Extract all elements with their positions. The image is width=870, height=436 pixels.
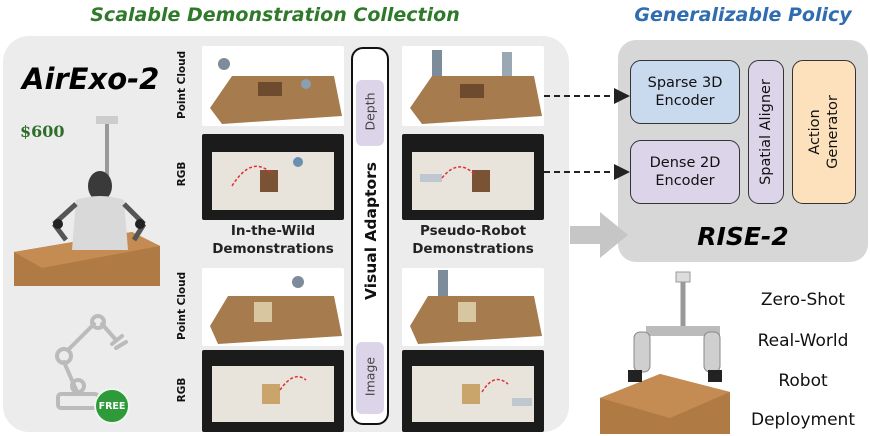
sparse-3d-encoder: Sparse 3D Encoder (630, 60, 740, 124)
depth-tag: Depth (356, 80, 384, 146)
airexo-operator-illustration (14, 116, 160, 286)
action-generator-line-2: Generator (825, 95, 842, 169)
left-section-title: Scalable Demonstration Collection (90, 4, 460, 26)
pseudo-robot-point-cloud-2 (402, 268, 544, 346)
deployment-line-1: Zero-Shot (760, 290, 846, 310)
row-label-point-cloud-bottom: Point Cloud (176, 271, 188, 340)
action-generator-line-1: Action (807, 109, 824, 155)
deployment-line-4: Deployment (751, 410, 855, 430)
action-generator: Action Generator (792, 60, 856, 204)
pseudo-robot-demos-label: Pseudo-Robot Demonstrations (396, 222, 550, 258)
deployment-line-2: Real-World (757, 331, 849, 351)
feature-arrows (544, 88, 630, 180)
airexo-title: AirExo-2 (22, 62, 160, 96)
right-section-title: Generalizable Policy (634, 4, 852, 26)
in-the-wild-demos-line-2: Demonstrations (212, 241, 334, 257)
pseudo-robot-demos-line-1: Pseudo-Robot (419, 223, 527, 239)
free-badge: FREE (94, 388, 130, 424)
in-the-wild-rgb-2 (202, 350, 344, 432)
depth-tag-text: Depth (362, 92, 378, 131)
sparse-encoder-line-2: Encoder (655, 93, 715, 109)
image-tag: Image (356, 342, 384, 414)
spatial-aligner: Spatial Aligner (748, 60, 784, 204)
dense-2d-encoder: Dense 2D Encoder (630, 140, 740, 204)
spatial-aligner-text: Spatial Aligner (758, 79, 775, 185)
in-the-wild-demos-label: In-the-Wild Demonstrations (196, 222, 350, 258)
in-the-wild-point-cloud-2 (202, 268, 344, 346)
in-the-wild-demos-line-1: In-the-Wild (230, 223, 316, 239)
visual-adaptors-title: Visual Adaptors (362, 161, 380, 301)
deployment-robot-illustration (600, 271, 730, 434)
row-label-rgb-bottom: RGB (176, 377, 188, 403)
flow-arrow (570, 212, 628, 258)
rise-2-title: RISE-2 (697, 222, 789, 251)
pseudo-robot-point-cloud-1 (402, 46, 544, 126)
row-label-rgb-top: RGB (176, 161, 188, 187)
row-label-point-cloud-top: Point Cloud (176, 50, 188, 119)
robot-arm-icon (55, 314, 128, 410)
pseudo-robot-rgb-1 (402, 134, 544, 220)
deployment-line-3: Robot (778, 371, 828, 391)
price-label: $600 (20, 122, 65, 141)
in-the-wild-rgb-1 (202, 134, 344, 220)
dense-encoder-line-1: Dense 2D (649, 155, 721, 171)
pseudo-robot-rgb-2 (402, 350, 544, 432)
free-badge-text: FREE (98, 400, 126, 412)
image-tag-text: Image (362, 356, 378, 397)
dense-encoder-line-2: Encoder (655, 173, 715, 189)
sparse-encoder-line-1: Sparse 3D (647, 75, 723, 91)
in-the-wild-point-cloud-1 (202, 46, 344, 126)
pseudo-robot-demos-line-2: Demonstrations (412, 241, 534, 257)
